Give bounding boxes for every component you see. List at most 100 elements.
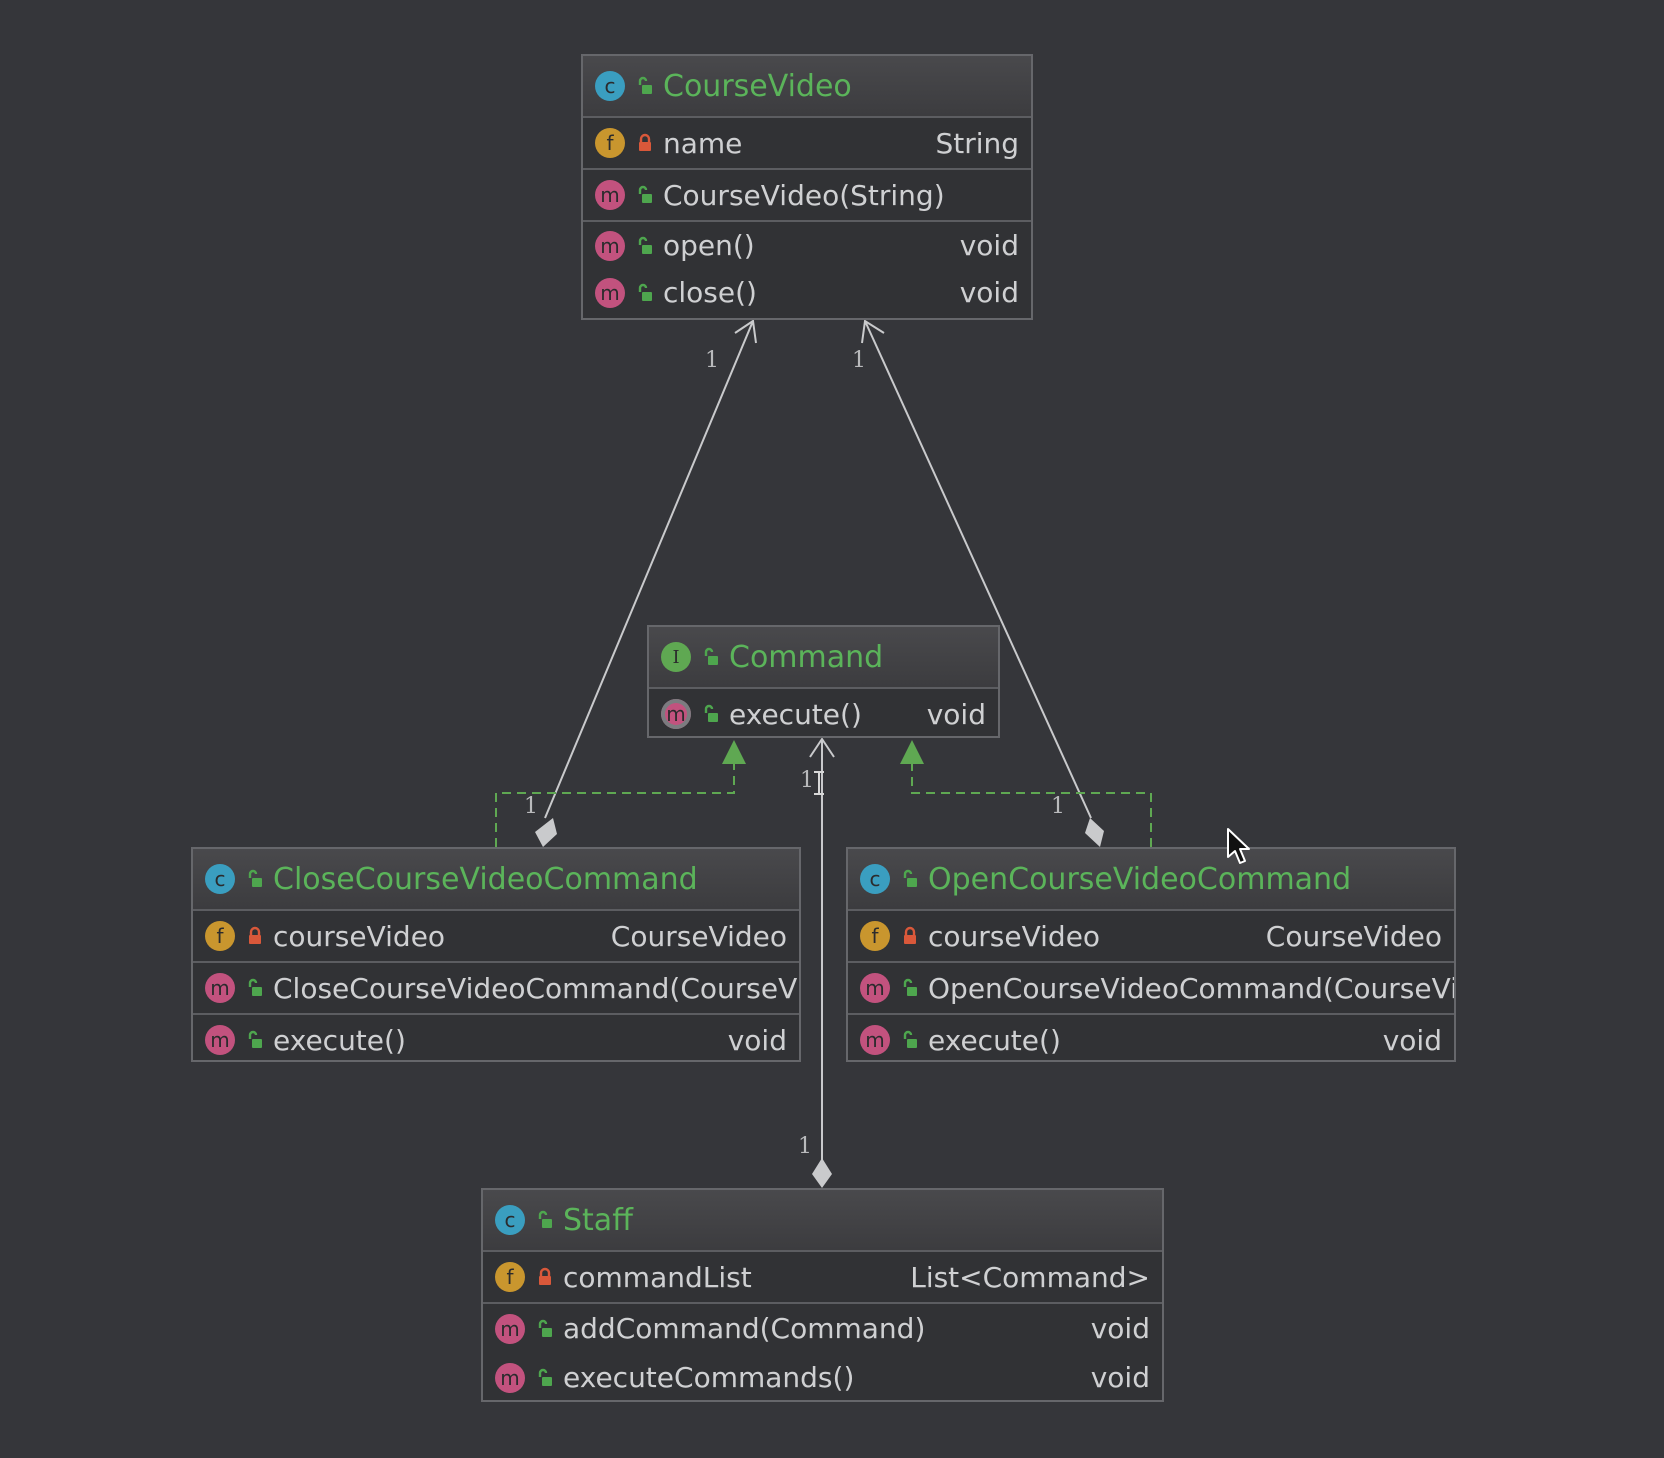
arrowhead-coursevideo-right	[861, 319, 885, 344]
method-icon: m	[595, 180, 625, 210]
method-icon: m	[495, 1362, 525, 1393]
methods-section: m addCommand(Command) void m executeComm…	[483, 1304, 1162, 1402]
field-row[interactable]: f commandList List<Command>	[483, 1252, 1162, 1302]
method-icon: m	[205, 973, 235, 1003]
field-row[interactable]: f name String	[583, 118, 1031, 168]
field-row[interactable]: f courseVideo CourseVideo	[848, 911, 1454, 961]
composition-edge-close-to-coursevideo[interactable]	[544, 320, 754, 819]
constructor-row[interactable]: m OpenCourseVideoCommand(CourseVideo)	[848, 963, 1454, 1013]
constructor-name: OpenCourseVideoCommand(CourseVideo)	[928, 971, 1454, 1005]
method-row[interactable]: m execute() void	[649, 689, 998, 739]
method-row[interactable]: m execute() void	[848, 1015, 1454, 1065]
field-name: courseVideo	[928, 919, 1101, 953]
methods-section: m execute() void	[193, 1015, 799, 1065]
method-return-type: void	[959, 276, 1019, 309]
interface-name: Command	[729, 639, 884, 675]
multiplicity-label: 1	[1051, 794, 1065, 819]
class-name: CloseCourseVideoCommand	[273, 861, 698, 897]
method-icon: m	[205, 1025, 235, 1055]
multiplicity-label: 1	[524, 794, 538, 819]
field-icon: f	[595, 128, 625, 158]
fields-section: f commandList List<Command>	[483, 1252, 1162, 1304]
class-header: c CourseVideo	[583, 56, 1031, 118]
method-return-type: void	[1382, 1023, 1442, 1057]
field-name: courseVideo	[273, 919, 446, 953]
class-name: Staff	[563, 1202, 633, 1238]
class-name: CourseVideo	[663, 68, 852, 104]
method-name: execute()	[928, 1023, 1061, 1057]
public-lock-icon	[248, 978, 262, 996]
field-icon: f	[495, 1262, 525, 1292]
public-lock-icon	[638, 185, 652, 203]
class-box-opencoursevideocommand[interactable]: c OpenCourseVideoCommand f courseVideo C…	[846, 847, 1456, 1062]
private-lock-icon	[639, 133, 651, 151]
multiplicity-label: 1	[852, 348, 866, 373]
class-icon: c	[495, 1205, 525, 1235]
field-type: String	[935, 126, 1019, 160]
method-name: execute()	[273, 1023, 406, 1057]
public-lock-icon	[903, 1030, 917, 1048]
public-lock-icon	[638, 283, 652, 301]
constructors-section: m OpenCourseVideoCommand(CourseVideo)	[848, 963, 1454, 1015]
field-icon: f	[860, 921, 890, 951]
method-row[interactable]: m execute() void	[193, 1015, 799, 1065]
fields-section: f name String	[583, 118, 1031, 170]
method-return-type: void	[926, 697, 986, 731]
method-name: executeCommands()	[563, 1361, 855, 1394]
multiplicity-label: 1	[800, 768, 814, 793]
constructor-row[interactable]: m CloseCourseVideoCommand(CourseVideo)	[193, 963, 799, 1013]
interface-icon: I	[661, 642, 691, 672]
field-icon: f	[205, 921, 235, 951]
field-name: commandList	[563, 1260, 752, 1294]
class-box-coursevideo[interactable]: c CourseVideo f name String m CourseVide…	[581, 54, 1033, 320]
fields-section: f courseVideo CourseVideo	[193, 911, 799, 963]
class-icon: c	[860, 864, 890, 894]
field-type: CourseVideo	[610, 919, 787, 953]
class-header: c Staff	[483, 1190, 1162, 1252]
method-name: addCommand(Command)	[563, 1312, 926, 1345]
method-name: close()	[663, 276, 757, 309]
fields-section: f courseVideo CourseVideo	[848, 911, 1454, 963]
field-type: CourseVideo	[1265, 919, 1442, 953]
method-icon: m	[495, 1313, 525, 1344]
field-type: List<Command>	[910, 1260, 1150, 1294]
mouse-pointer-icon	[1227, 828, 1250, 864]
class-icon: c	[205, 864, 235, 894]
method-row[interactable]: m close() void	[583, 269, 1031, 316]
class-icon: c	[595, 71, 625, 101]
composition-edge-open-to-coursevideo[interactable]	[864, 320, 1092, 819]
constructor-row[interactable]: m CourseVideo(String)	[583, 170, 1031, 220]
realization-edge-close-to-command[interactable]	[495, 764, 735, 847]
abstract-method-icon: m	[661, 699, 691, 729]
realization-edge-open-to-command[interactable]	[911, 764, 1152, 847]
private-lock-icon	[904, 926, 916, 944]
public-lock-icon	[704, 647, 718, 665]
class-box-staff[interactable]: c Staff f commandList List<Command> m ad…	[481, 1188, 1164, 1402]
realization-triangle-right	[900, 740, 924, 764]
public-lock-icon	[538, 1368, 552, 1386]
field-row[interactable]: f courseVideo CourseVideo	[193, 911, 799, 961]
interface-box-command[interactable]: I Command m execute() void	[647, 625, 1000, 738]
public-lock-icon	[903, 978, 917, 996]
arrowhead-coursevideo-left	[734, 319, 757, 344]
composition-diamond-close	[535, 818, 557, 847]
method-row[interactable]: m executeCommands() void	[483, 1353, 1162, 1402]
composition-diamond-staff	[812, 1158, 832, 1188]
method-name: execute()	[729, 697, 862, 731]
method-icon: m	[860, 973, 890, 1003]
method-row[interactable]: m open() void	[583, 222, 1031, 269]
class-box-closecoursevideocommand[interactable]: c CloseCourseVideoCommand f courseVideo …	[191, 847, 801, 1062]
class-name: OpenCourseVideoCommand	[928, 861, 1352, 897]
public-lock-icon	[704, 704, 718, 722]
multiplicity-label: 1	[798, 1134, 812, 1159]
composition-diamond-open	[1085, 818, 1104, 847]
private-lock-icon	[249, 926, 261, 944]
method-return-type: void	[1090, 1312, 1150, 1345]
constructor-name: CourseVideo(String)	[663, 178, 945, 212]
methods-section: m execute() void	[649, 689, 998, 739]
method-row[interactable]: m addCommand(Command) void	[483, 1304, 1162, 1353]
method-return-type: void	[727, 1023, 787, 1057]
public-lock-icon	[248, 1030, 262, 1048]
interface-header: I Command	[649, 627, 998, 689]
public-lock-icon	[903, 869, 917, 887]
